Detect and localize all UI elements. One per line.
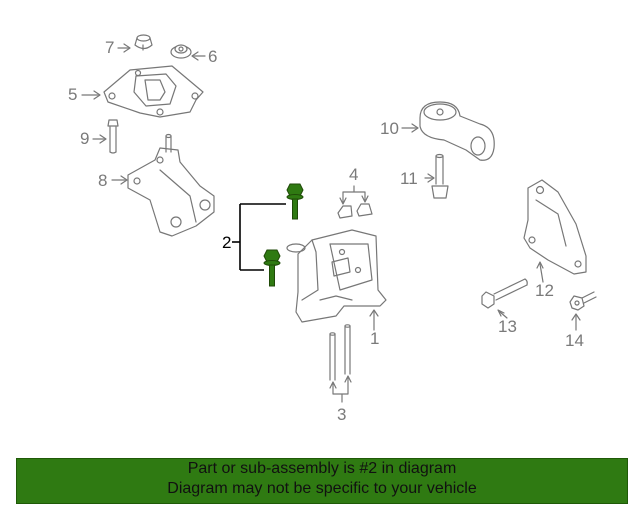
callout-2: 2 [222, 233, 232, 252]
part-9-bolt [107, 119, 119, 154]
part-1-mount [286, 229, 387, 323]
part-8-mount [127, 133, 215, 237]
part-3-studs [329, 324, 351, 381]
part-13-bolt [481, 278, 528, 309]
banner-line-1: Part or sub-assembly is #2 in diagram [187, 460, 457, 477]
parts-diagram [81, 34, 597, 403]
part-11-bolt [431, 153, 449, 199]
callout-5: 5 [68, 85, 78, 104]
part-10-mount [419, 101, 495, 161]
part-4-clips [337, 203, 373, 219]
part-14-bolt [569, 291, 597, 311]
callout-7: 7 [105, 38, 115, 57]
part-5-bracket [103, 65, 204, 118]
callout-6: 6 [208, 47, 218, 66]
callout-4: 4 [349, 165, 359, 184]
callout-1: 1 [370, 329, 380, 348]
callout-13: 13 [498, 317, 517, 336]
callout-10: 10 [380, 119, 399, 138]
callout-9: 9 [80, 129, 90, 148]
part-12-bracket [523, 179, 587, 275]
part-2-bolts-highlight [232, 183, 304, 287]
leader-lines [81, 43, 581, 403]
info-banner: Part or sub-assembly is #2 in diagram Di… [16, 458, 628, 504]
part-7-nut [134, 34, 153, 51]
banner-line-2: Diagram may not be specific to your vehi… [167, 480, 477, 497]
callout-11: 11 [400, 169, 418, 188]
part-6-nut [170, 44, 192, 59]
callout-3: 3 [337, 405, 347, 424]
callout-12: 12 [535, 281, 554, 300]
callout-8: 8 [98, 171, 108, 190]
callout-14: 14 [565, 331, 584, 350]
